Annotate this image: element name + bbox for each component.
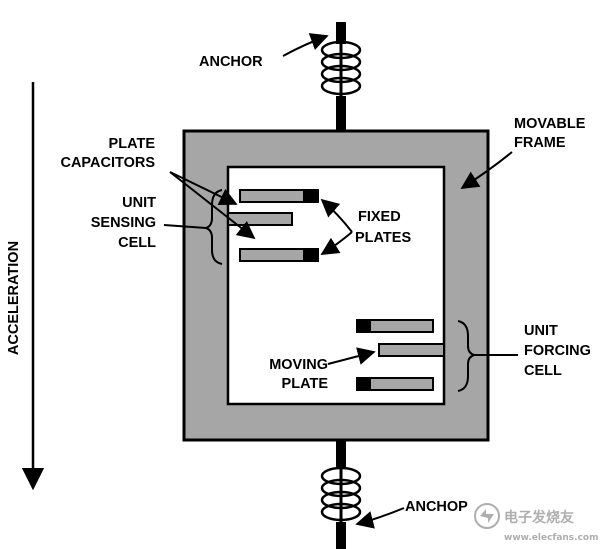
top-anchor-post	[336, 22, 346, 44]
top-spring-post	[336, 96, 346, 132]
fixed-plate-lower	[239, 248, 319, 262]
acceleration-label: ACCELERATION	[6, 241, 22, 355]
bottom-spring-post	[336, 440, 346, 468]
movable-frame-label-1: MOVABLE	[514, 116, 586, 132]
unit-sensing-cell-label-2: SENSING	[91, 215, 156, 231]
moving-plate-label-2: PLATE	[282, 376, 329, 392]
fixed-plates-label-2: PLATES	[355, 230, 411, 246]
sensing-cell-leader	[163, 224, 207, 229]
anchor-top-arrow	[282, 33, 329, 57]
plate-capacitors-label-2: CAPACITORS	[60, 155, 155, 171]
fixed-plates-label-1: FIXED	[358, 209, 401, 225]
top-spring	[320, 40, 362, 96]
forcing-fixed-plate-lower	[356, 377, 434, 391]
unit-forcing-cell-label-3: CELL	[524, 363, 562, 379]
movable-frame-arrow	[460, 151, 513, 189]
anchor-top-label: ANCHOR	[199, 54, 263, 70]
unit-sensing-cell-label-1: UNIT	[122, 195, 156, 211]
unit-forcing-cell-label-1: UNIT	[524, 323, 558, 339]
plate-capacitor-arrow-2	[169, 171, 256, 240]
plate-capacitors-label-1: PLATE	[109, 136, 156, 152]
watermark: 电子发烧友 www.elecfans.com	[474, 503, 598, 543]
sensing-moving-plate	[227, 212, 293, 226]
bottom-anchor-post	[336, 522, 346, 549]
fixed-plate-arrow-upper	[320, 198, 353, 233]
anchor-bottom-label: ANCHOP	[405, 499, 468, 515]
unit-forcing-cell-label-2: FORCING	[524, 343, 591, 359]
moving-plate-arrow	[327, 347, 376, 365]
watermark-logo-icon	[474, 503, 500, 529]
fixed-plate-upper	[239, 189, 319, 203]
plate-capacitor-arrow-1	[169, 171, 238, 206]
unit-sensing-cell-label-3: CELL	[118, 235, 156, 251]
bottom-spring	[320, 466, 362, 522]
forcing-fixed-plate-upper	[356, 319, 434, 333]
watermark-url: www.elecfans.com	[504, 533, 598, 543]
forcing-moving-plate	[378, 343, 445, 357]
watermark-text: 电子发烧友	[504, 509, 574, 526]
movable-frame-label-2: FRAME	[514, 135, 566, 151]
moving-plate-label-1: MOVING	[269, 357, 328, 373]
anchor-bottom-arrow	[355, 507, 405, 529]
fixed-plate-arrow-lower	[320, 231, 353, 255]
